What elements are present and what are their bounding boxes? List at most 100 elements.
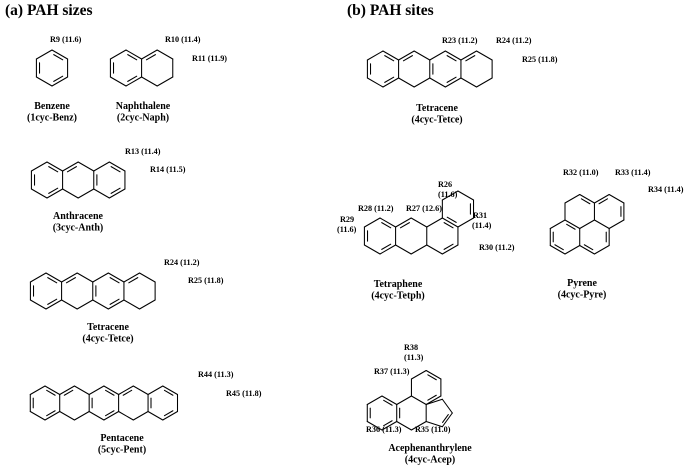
- bond: [107, 299, 125, 310]
- bond: [363, 244, 381, 255]
- bond: [395, 217, 412, 228]
- double-bond: [383, 420, 393, 427]
- site-label: R28 (11.2): [358, 204, 394, 213]
- double-bond: [48, 187, 59, 194]
- bond: [139, 299, 156, 310]
- bond: [141, 49, 158, 60]
- site-label: R33 (11.4): [615, 168, 651, 177]
- double-bond: [46, 389, 56, 396]
- pyrene-structure: [549, 193, 625, 255]
- bond: [363, 217, 381, 228]
- bond: [73, 410, 90, 421]
- bond: [425, 398, 443, 406]
- double-bond: [110, 166, 121, 173]
- molecule-code: (4cyc-Tetce): [411, 115, 462, 126]
- molecule-name: Pyrene: [567, 278, 597, 289]
- bond: [429, 50, 446, 61]
- tetraphene-structure: [363, 190, 475, 255]
- bond: [46, 161, 64, 172]
- bond: [123, 299, 141, 310]
- bond: [77, 161, 95, 172]
- double-bond: [446, 55, 457, 62]
- panel-title-right: (b) PAH sites: [347, 2, 434, 19]
- bond: [93, 188, 110, 199]
- double-bond: [384, 76, 395, 83]
- bond: [476, 50, 493, 61]
- site-label: R26: [438, 180, 452, 189]
- bond: [410, 244, 428, 255]
- site-label: R45 (11.8): [226, 389, 262, 398]
- double-bond: [48, 166, 59, 173]
- bond: [61, 299, 78, 310]
- double-bond: [583, 244, 594, 251]
- bond: [460, 77, 478, 88]
- bond: [77, 188, 95, 199]
- bond: [593, 244, 610, 255]
- double-bond: [110, 187, 121, 194]
- molecule-code: (4cyc-Pyre): [558, 290, 607, 301]
- double-bond: [381, 222, 392, 229]
- acephenanthrylene-structure: [366, 369, 453, 431]
- molecule-code: (4cyc-Tetph): [371, 291, 425, 302]
- bond: [108, 161, 126, 172]
- bond: [132, 385, 149, 396]
- double-bond: [47, 298, 58, 305]
- double-bond: [442, 414, 449, 423]
- bond: [564, 193, 581, 204]
- site-label: R35 (11.0): [415, 425, 451, 434]
- bond: [579, 244, 595, 255]
- bond: [107, 272, 125, 283]
- double-bond: [66, 166, 77, 173]
- bond: [444, 50, 462, 61]
- double-bond: [109, 277, 120, 284]
- molecule-name: Pentacene: [100, 433, 144, 444]
- bond: [425, 420, 443, 428]
- bond: [413, 77, 431, 88]
- bond: [429, 77, 446, 88]
- bond: [410, 369, 427, 380]
- bond: [395, 244, 412, 255]
- bond: [118, 385, 134, 396]
- site-label: R24 (11.2): [496, 36, 532, 45]
- molecule-name: Naphthalene: [116, 101, 171, 112]
- site-label: R10 (11.4): [165, 35, 201, 44]
- bond: [141, 76, 158, 87]
- bond: [441, 190, 459, 201]
- bond: [59, 410, 75, 421]
- double-bond: [427, 394, 437, 401]
- double-bond: [105, 410, 115, 417]
- bond: [46, 188, 64, 199]
- bond: [93, 161, 110, 172]
- double-bond: [580, 198, 591, 205]
- site-label: R23 (11.2): [442, 36, 478, 45]
- bond: [44, 385, 61, 396]
- bond: [29, 385, 46, 396]
- bond: [410, 217, 428, 228]
- site-label: R14 (11.5): [150, 165, 186, 174]
- panel-title-left: (a) PAH sizes: [5, 2, 93, 19]
- bond: [366, 420, 383, 431]
- bond: [426, 217, 443, 228]
- bond: [366, 50, 384, 61]
- bond: [108, 188, 126, 199]
- bond: [147, 410, 164, 421]
- double-bond: [109, 298, 120, 305]
- molecule-name: Tetracene: [416, 103, 458, 114]
- bond: [45, 272, 63, 283]
- molecule-code: (1cyc-Benz): [27, 113, 77, 124]
- bond: [109, 76, 127, 87]
- bond: [441, 244, 459, 255]
- bond: [426, 244, 443, 255]
- double-bond: [383, 399, 393, 406]
- bond: [382, 50, 400, 61]
- bond: [156, 49, 174, 60]
- bond: [441, 412, 453, 428]
- molecule-code: (4cyc-Tetce): [82, 334, 133, 345]
- double-bond: [163, 410, 174, 417]
- site-label: R25 (11.8): [522, 55, 558, 64]
- bond: [62, 188, 79, 199]
- molecule-code: (3cyc-Anth): [53, 223, 104, 234]
- site-label: R13 (11.4): [125, 147, 161, 156]
- double-bond: [443, 243, 454, 250]
- bond: [396, 420, 412, 431]
